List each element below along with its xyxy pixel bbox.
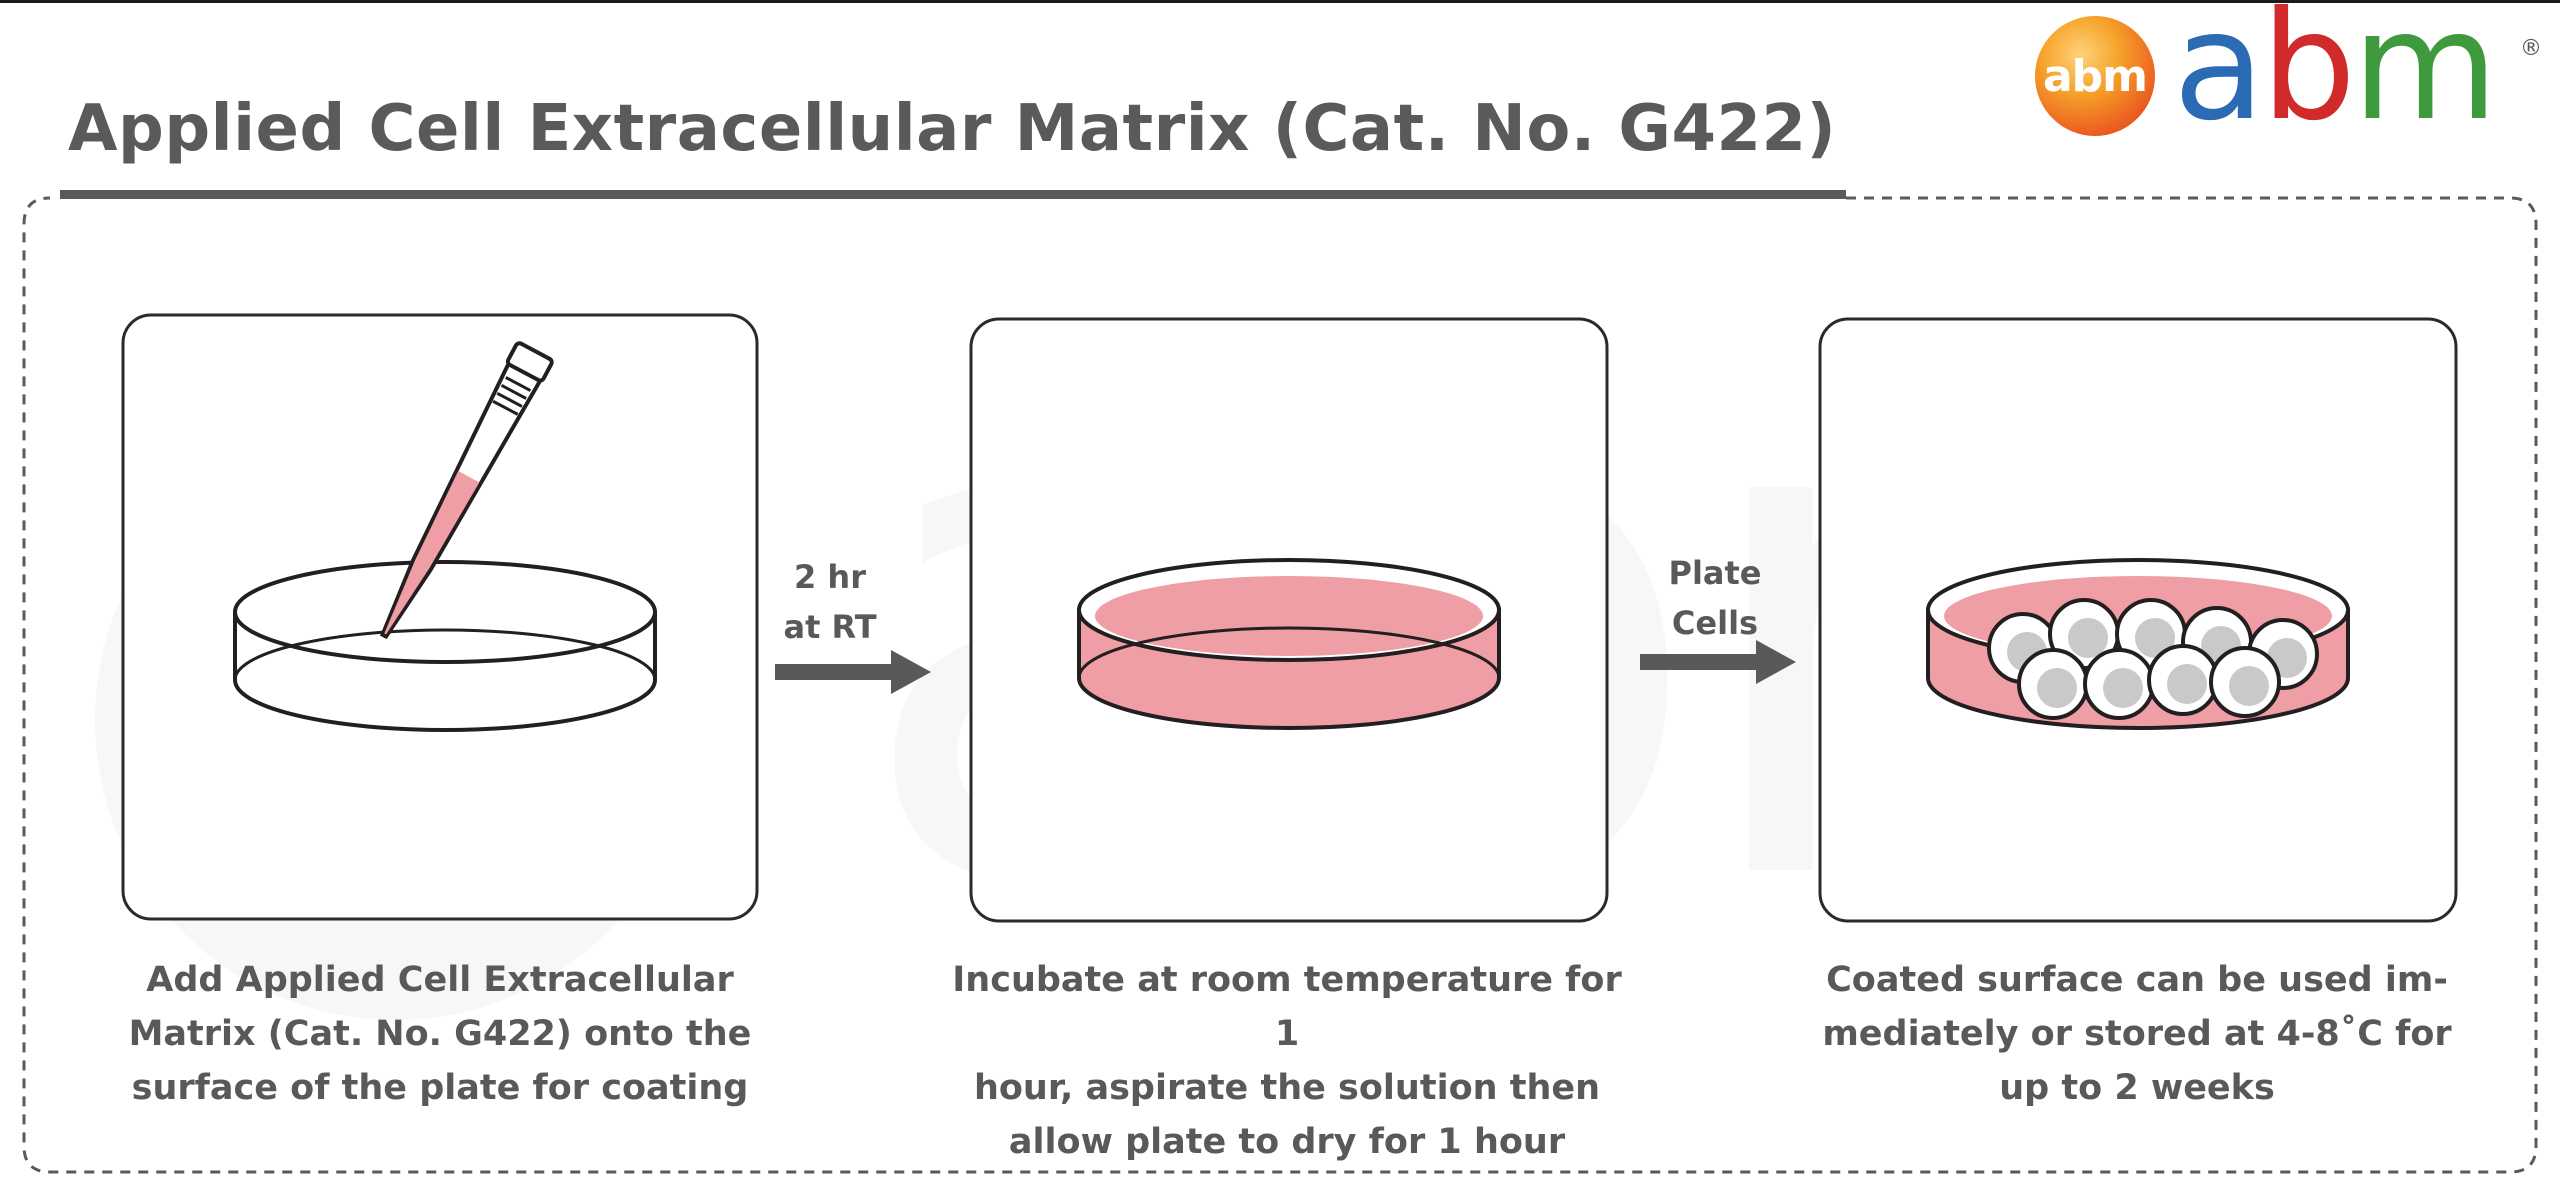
arrow-1-label-line-2: at RT bbox=[783, 608, 877, 646]
step-3-caption-line-1: Coated surface can be used im- bbox=[1826, 960, 2448, 1000]
registered-mark: ® bbox=[2520, 36, 2542, 61]
logo-wordmark: abm bbox=[2173, 0, 2498, 142]
title-underline bbox=[60, 190, 1846, 199]
step-3-caption-line-3: up to 2 weeks bbox=[1999, 1068, 2275, 1108]
step-1-caption-line-1: Add Applied Cell Extracellular bbox=[146, 960, 734, 1000]
logo-letter-m: m bbox=[2352, 0, 2498, 154]
petri-dish-icon bbox=[233, 560, 657, 732]
logo-badge-icon: abm bbox=[2035, 16, 2155, 136]
step-1-caption-line-3: surface of the plate for coating bbox=[131, 1068, 749, 1108]
arrow-2-label: Plate Cells bbox=[1615, 548, 1815, 648]
step-3-caption: Coated surface can be used im- mediately… bbox=[1787, 953, 2487, 1115]
logo-letter-a: a bbox=[2173, 0, 2265, 154]
page-title: Applied Cell Extracellular Matrix (Cat. … bbox=[68, 92, 1837, 166]
arrow-1-label-line-1: 2 hr bbox=[794, 558, 866, 596]
step-1-caption: Add Applied Cell Extracellular Matrix (C… bbox=[90, 953, 790, 1115]
step-2-caption-line-2: hour, aspirate the solution then bbox=[973, 1068, 1601, 1108]
arrow-2-label-line-1: Plate bbox=[1668, 554, 1762, 592]
coated-dish-icon bbox=[1077, 558, 1501, 730]
step-1-caption-line-2: Matrix (Cat. No. G422) onto the bbox=[128, 1014, 752, 1054]
arrow-2-label-line-2: Cells bbox=[1671, 604, 1759, 642]
step-2-caption: Incubate at room temperature for 1 hour,… bbox=[937, 953, 1637, 1169]
step-1-panel bbox=[121, 313, 759, 921]
step-2-caption-line-3: allow plate to dry for 1 hour bbox=[1008, 1122, 1566, 1162]
logo-letter-b: b bbox=[2260, 0, 2356, 154]
step-3-caption-line-2: mediately or stored at 4-8˚C for bbox=[1822, 1014, 2452, 1054]
step-2-caption-line-1: Incubate at room temperature for 1 bbox=[952, 960, 1622, 1054]
pipette-icon bbox=[379, 341, 554, 640]
arrow-1-icon bbox=[775, 650, 931, 694]
top-border-line bbox=[0, 0, 2560, 3]
abm-logo: abm abm ® bbox=[2025, 0, 2545, 142]
step-2-panel bbox=[969, 317, 1609, 923]
cells-icon bbox=[1987, 598, 2319, 720]
logo-badge-text: abm bbox=[2042, 50, 2148, 102]
arrow-2-icon bbox=[1640, 640, 1796, 684]
arrow-1-label: 2 hr at RT bbox=[730, 552, 930, 652]
step-3-panel bbox=[1818, 317, 2458, 923]
